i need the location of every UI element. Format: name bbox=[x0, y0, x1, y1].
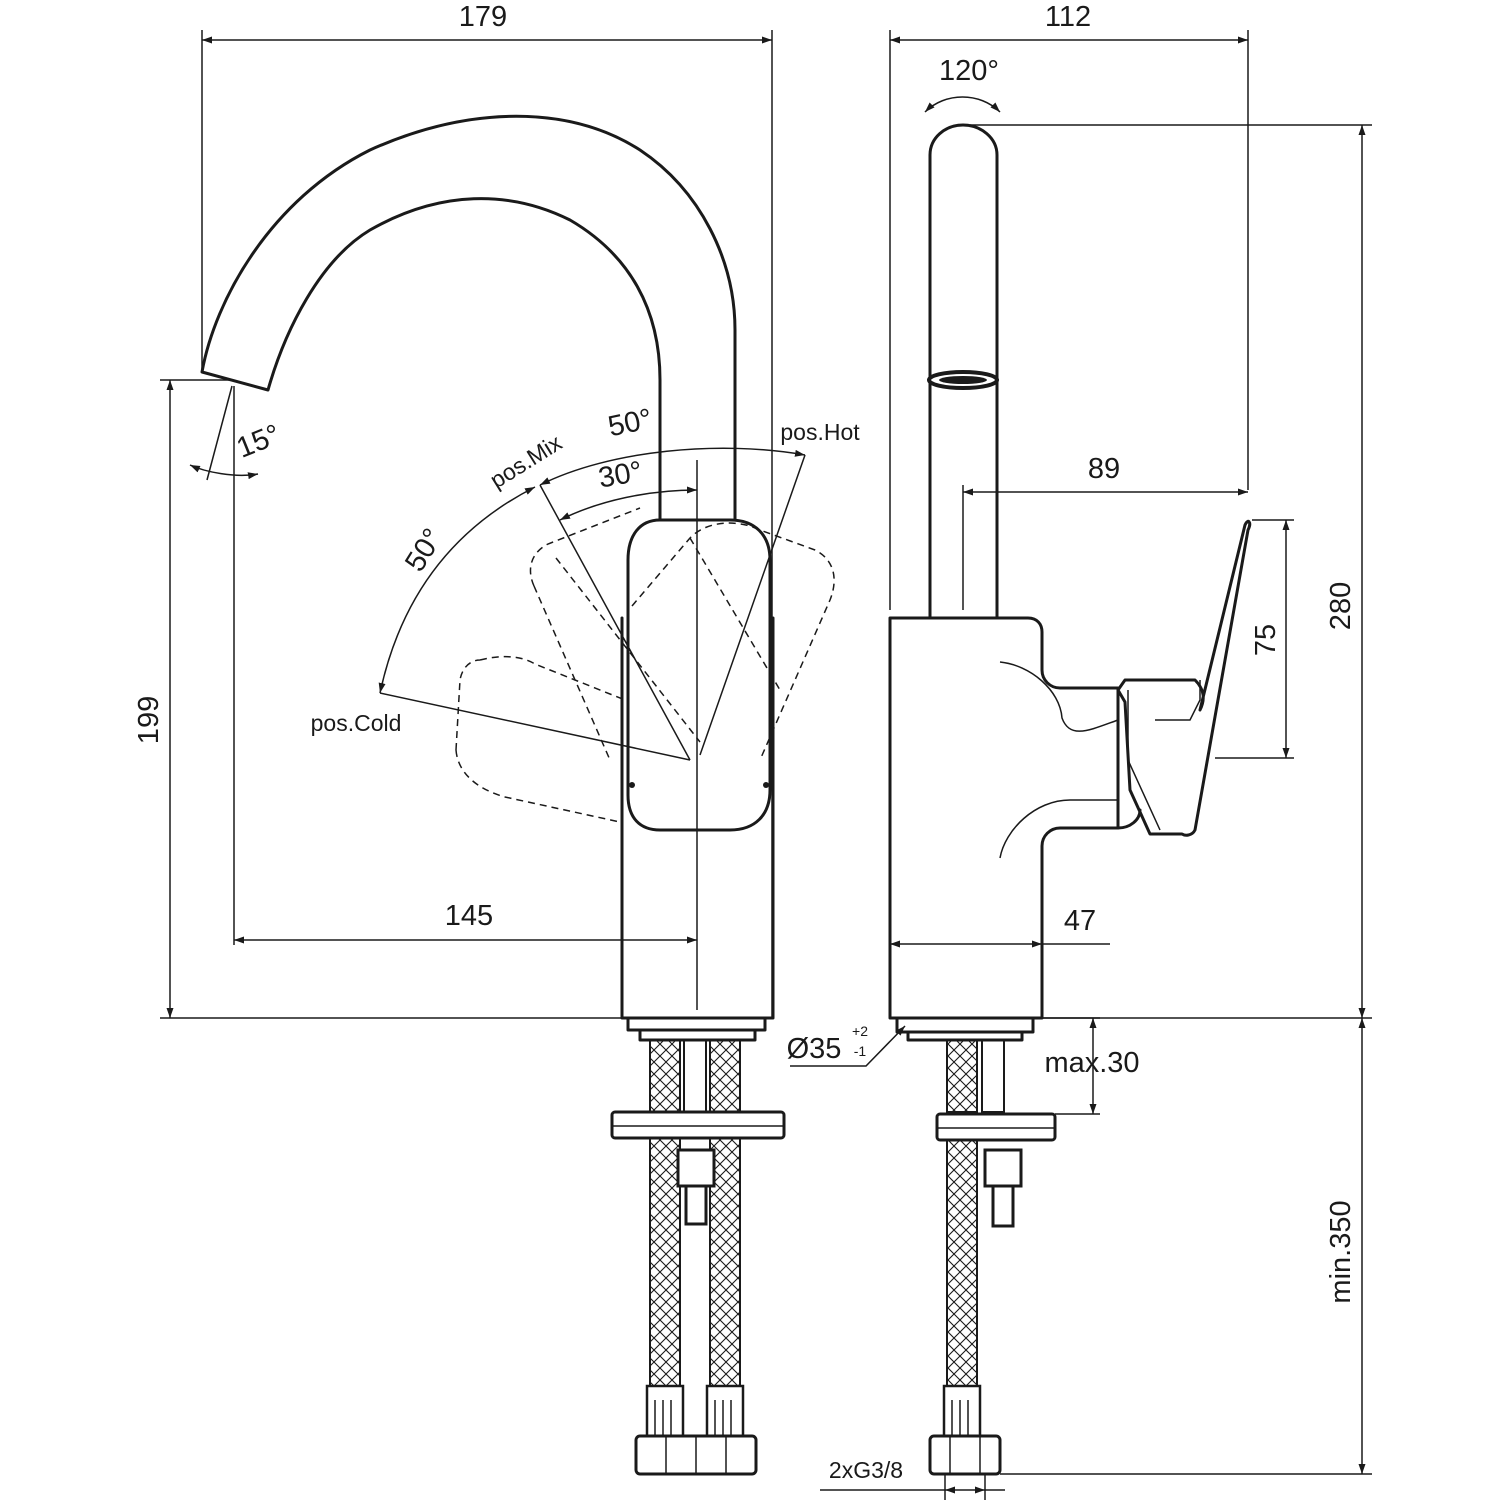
dim-depth-label: 112 bbox=[1045, 1, 1091, 33]
front-view: 179 199 145 15° 50° 30° 50° pos.Mix pos.… bbox=[133, 1, 860, 1476]
dim-width-label: 179 bbox=[459, 1, 507, 33]
lever-angle-inner-label: 30° bbox=[596, 456, 645, 495]
dim-reach-label: 145 bbox=[445, 900, 493, 932]
side-lever bbox=[1116, 519, 1252, 837]
side-hoses bbox=[928, 1039, 1057, 1476]
lever-angle-outer-label: 50° bbox=[605, 403, 655, 443]
front-body bbox=[620, 616, 775, 1020]
front-spout bbox=[200, 114, 737, 522]
pos-mix-label: pos.Mix bbox=[485, 429, 566, 493]
side-body bbox=[888, 616, 1120, 1020]
side-view: 112 120° 89 75 280 47 Ø35 +2 -1 max.30 m… bbox=[787, 1, 1372, 1500]
side-spout bbox=[928, 123, 999, 620]
pos-hot-label: pos.Hot bbox=[780, 419, 860, 445]
dim-body-depth-label: 47 bbox=[1064, 905, 1096, 937]
dim-lever-reach-label: 89 bbox=[1088, 453, 1120, 485]
dim-hose-length-label: min.350 bbox=[1325, 1200, 1357, 1303]
connection-label: 2xG3/8 bbox=[829, 1457, 903, 1483]
dim-spout-angle-label: 15° bbox=[232, 419, 285, 465]
lever-screw bbox=[629, 782, 635, 788]
dim-swivel-label: 120° bbox=[939, 55, 999, 87]
front-hoses bbox=[610, 1039, 786, 1476]
front-base-ring bbox=[626, 1016, 767, 1042]
lever-angle-left-label: 50° bbox=[399, 523, 449, 577]
dim-hole-diameter-label: Ø35 bbox=[787, 1033, 842, 1065]
dim-height-label: 199 bbox=[133, 696, 165, 744]
front-lever bbox=[626, 518, 772, 832]
lever-dashed-positions bbox=[455, 507, 835, 823]
dim-total-height-label: 280 bbox=[1325, 582, 1357, 630]
dim-max-thickness-label: max.30 bbox=[1044, 1047, 1139, 1079]
tol-minus-label: -1 bbox=[854, 1043, 867, 1059]
lever-screw bbox=[763, 782, 769, 788]
tol-plus-label: +2 bbox=[852, 1023, 868, 1039]
pos-cold-label: pos.Cold bbox=[311, 710, 402, 736]
dim-lever-height-label: 75 bbox=[1250, 624, 1282, 656]
